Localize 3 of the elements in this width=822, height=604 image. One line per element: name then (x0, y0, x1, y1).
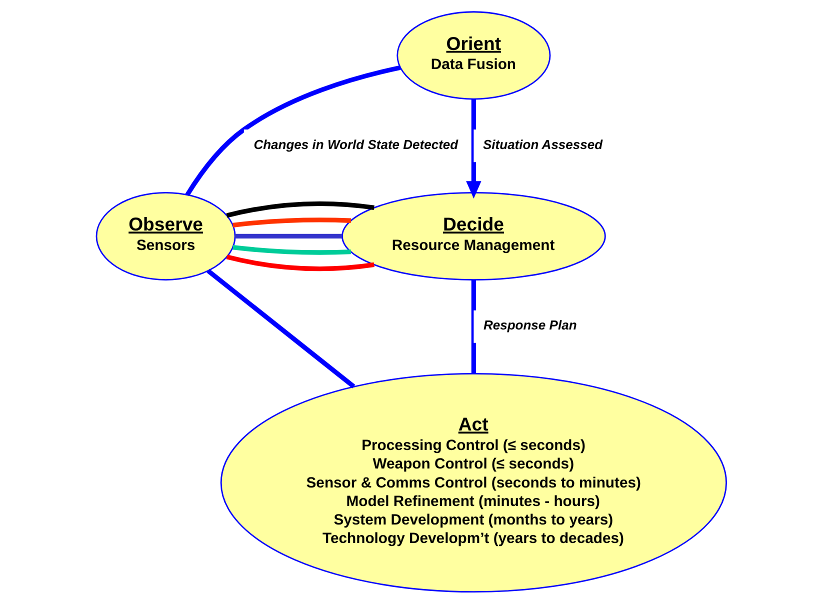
edge-label: Situation Assessed (482, 136, 602, 152)
edge-label: Response Plan (482, 318, 576, 333)
edge-label: Changes in World State Detected (253, 136, 458, 152)
